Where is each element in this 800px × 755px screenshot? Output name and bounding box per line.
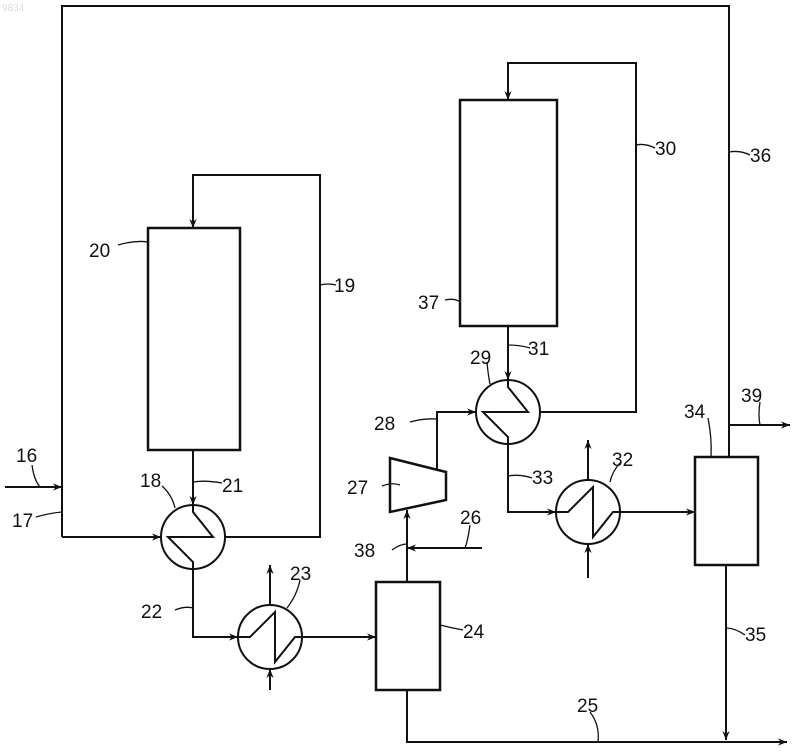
label-22: 22 [141,602,162,623]
label-39: 39 [741,386,762,407]
label-26: 26 [460,508,481,529]
label-25: 25 [577,696,598,717]
label-21: 21 [222,476,243,497]
label-20: 20 [89,241,110,262]
heat-exchanger-18 [161,505,225,569]
reactor-37 [460,100,557,326]
watermark: 9834 [2,3,25,14]
reactor-20 [148,228,240,450]
label-27: 27 [347,478,368,499]
label-30: 30 [655,139,676,160]
label-38: 38 [354,541,375,562]
label-35: 35 [745,625,766,646]
cooler-32 [556,440,620,578]
line-28 [437,412,476,470]
separator-34 [695,457,758,565]
label-36: 36 [750,146,771,167]
label-28: 28 [374,414,395,435]
label-24: 24 [463,622,485,643]
heat-exchanger-29 [476,380,540,444]
label-31: 31 [528,339,549,360]
label-32: 32 [612,450,633,471]
label-16: 16 [16,446,37,467]
label-23: 23 [290,564,311,585]
label-18: 18 [140,471,161,492]
label-37: 37 [418,293,439,314]
label-17: 17 [12,511,33,532]
label-19: 19 [334,276,355,297]
separator-24 [376,582,440,690]
label-34: 34 [684,402,706,423]
line-22 [193,569,238,637]
label-33: 33 [532,468,553,489]
label-29: 29 [470,348,491,369]
